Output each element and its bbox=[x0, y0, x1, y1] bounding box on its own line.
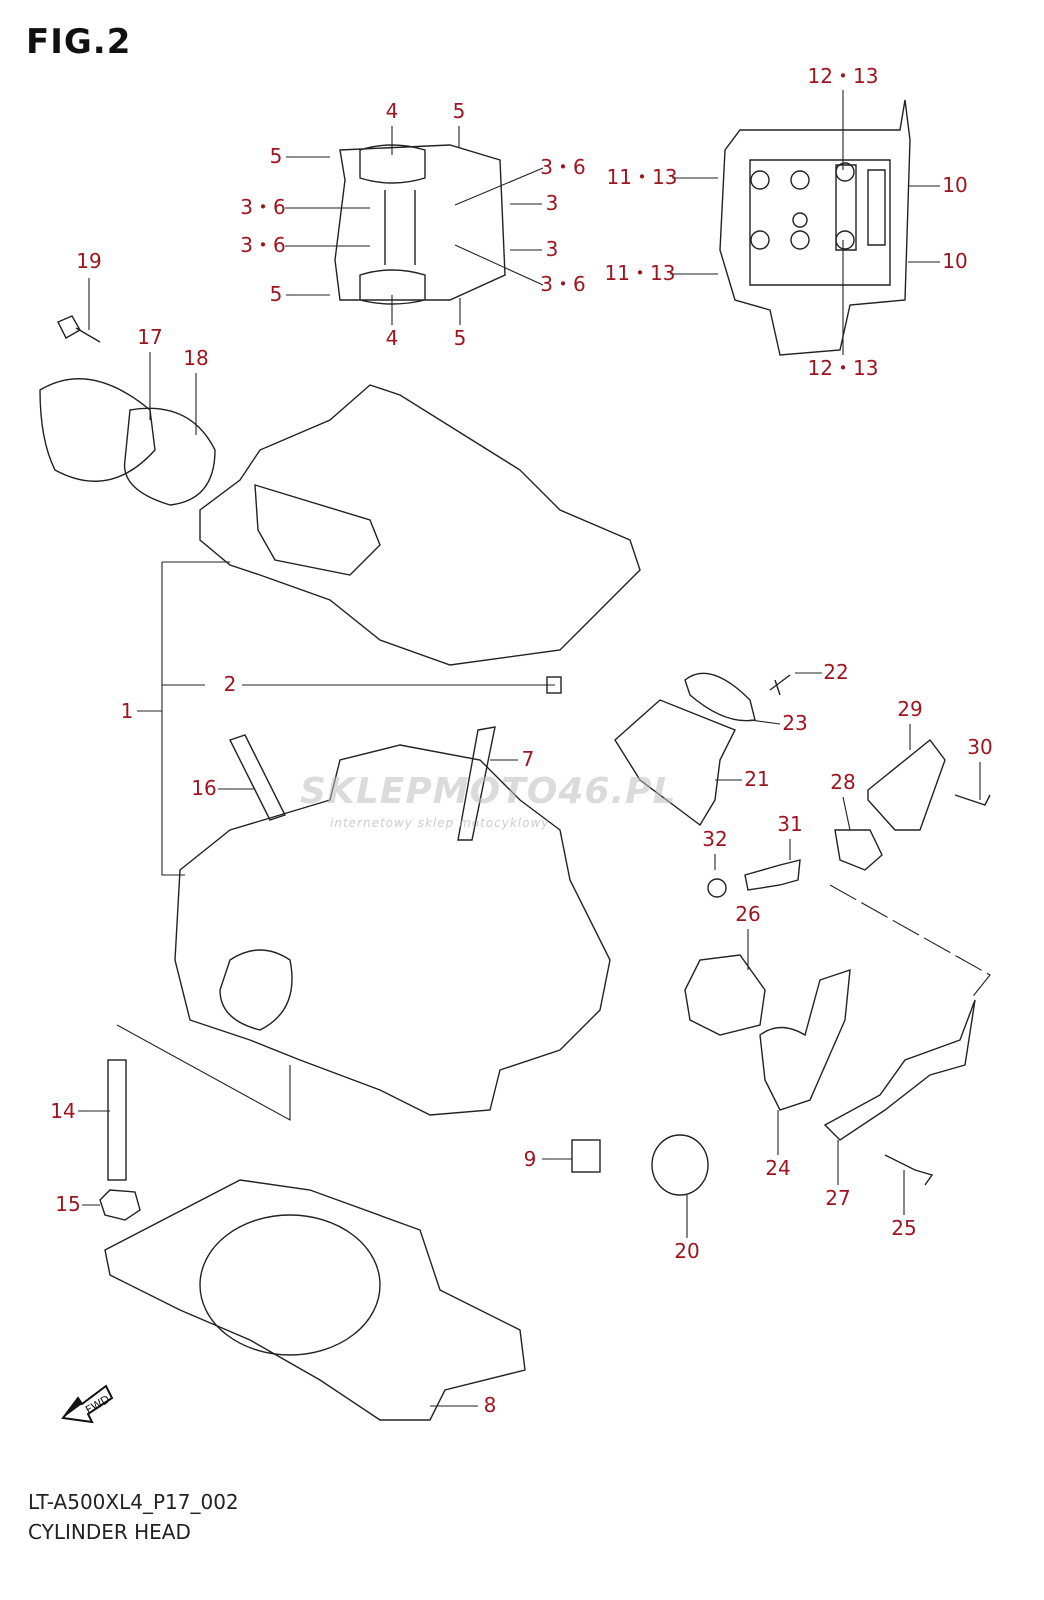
callout-label: 28 bbox=[830, 770, 855, 794]
callout-label: 5 bbox=[270, 282, 283, 306]
callout-label: 23 bbox=[782, 711, 807, 735]
thermostat-cover-29 bbox=[867, 738, 946, 831]
callout-label: 31 bbox=[777, 812, 802, 836]
cylinder-head-cover bbox=[199, 384, 641, 666]
cap-17 bbox=[39, 378, 156, 482]
callout-label: 7 bbox=[522, 747, 535, 771]
callout-label: 12・13 bbox=[808, 356, 879, 380]
head-cover-top-view bbox=[334, 144, 506, 305]
callout-label: 10 bbox=[942, 249, 967, 273]
spark-plug-16 bbox=[229, 734, 286, 821]
callout-label: 16 bbox=[191, 776, 216, 800]
callout-label: 11・13 bbox=[607, 165, 678, 189]
diagram-code: LT-A500XL4_P17_002 bbox=[28, 1490, 239, 1514]
callout-label: 11・13 bbox=[605, 261, 676, 285]
callout-label: 32 bbox=[702, 827, 727, 851]
part-outlines bbox=[39, 99, 991, 1421]
callout-labels: 4 5 5 3・6 3・6 3 3・6 3 5 3・6 4 5 12・13 11・13 10 11・13 10 1… bbox=[50, 64, 992, 1417]
water-outlet-24 bbox=[759, 968, 851, 1111]
callout-label: 24 bbox=[765, 1156, 790, 1180]
callout-label: 3・6 bbox=[240, 233, 285, 257]
callout-label: 4 bbox=[386, 99, 399, 123]
callout-label: 30 bbox=[967, 735, 992, 759]
cylinder-head bbox=[174, 744, 611, 1116]
valve-guide-7 bbox=[457, 726, 496, 841]
stud-bolt-14 bbox=[107, 1059, 127, 1181]
washer-32 bbox=[707, 878, 727, 898]
callout-label: 2 bbox=[224, 672, 237, 696]
leader-line bbox=[842, 796, 851, 831]
screw-22 bbox=[769, 674, 791, 696]
bolt-30 bbox=[954, 794, 991, 806]
bolt-25 bbox=[884, 1154, 934, 1186]
callout-label: 19 bbox=[76, 249, 101, 273]
gasket-18 bbox=[123, 407, 216, 506]
watermark-tagline: internetowy sklep motocyklowy bbox=[330, 816, 550, 830]
callout-label: 18 bbox=[183, 346, 208, 370]
callout-label: 15 bbox=[55, 1192, 80, 1216]
diagram-name: CYLINDER HEAD bbox=[28, 1520, 191, 1544]
head-gasket-8 bbox=[104, 1179, 526, 1421]
clamp-23 bbox=[684, 672, 756, 722]
callout-label: 9 bbox=[524, 1147, 537, 1171]
thermostat-26 bbox=[684, 954, 766, 1036]
callout-label: 25 bbox=[891, 1216, 916, 1240]
callout-label: 3 bbox=[546, 237, 559, 261]
callout-label: 3・6 bbox=[240, 195, 285, 219]
callout-label: 5 bbox=[270, 144, 283, 168]
leader-line bbox=[454, 167, 544, 206]
water-pipe-27 bbox=[823, 999, 976, 1141]
cylinder-head-top-view bbox=[719, 99, 911, 356]
leader-line bbox=[454, 244, 544, 286]
callout-label: 17 bbox=[137, 325, 162, 349]
callout-label: 27 bbox=[825, 1186, 850, 1210]
callout-label: 12・13 bbox=[808, 64, 879, 88]
sensor-31 bbox=[744, 859, 801, 891]
leader-line bbox=[749, 719, 781, 725]
callout-label: 22 bbox=[823, 660, 848, 684]
figure-title: FIG.2 bbox=[26, 22, 132, 62]
callout-label: 1 bbox=[121, 699, 134, 723]
callout-label: 29 bbox=[897, 697, 922, 721]
callout-label: 14 bbox=[50, 1099, 75, 1123]
nut-15 bbox=[99, 1189, 141, 1221]
callout-label: 20 bbox=[674, 1239, 699, 1263]
bolt-19 bbox=[57, 315, 101, 343]
plug-20 bbox=[651, 1134, 709, 1196]
callout-label: 3・6 bbox=[540, 155, 585, 179]
callout-label: 8 bbox=[484, 1393, 497, 1417]
callout-label: 5 bbox=[453, 99, 466, 123]
callout-label: 4 bbox=[386, 326, 399, 350]
watermark-logo: SKLEPMOTO46.PL bbox=[300, 771, 677, 812]
callout-label: 10 bbox=[942, 173, 967, 197]
leader-lines bbox=[78, 90, 981, 1407]
callout-label: 3・6 bbox=[540, 272, 585, 296]
seal-28 bbox=[834, 829, 883, 871]
dowel-9 bbox=[571, 1139, 601, 1173]
callout-label: 26 bbox=[735, 902, 760, 926]
bracket-1 bbox=[161, 561, 230, 876]
callout-label: 3 bbox=[546, 191, 559, 215]
callout-label: 21 bbox=[744, 767, 769, 791]
fwd-arrow-icon: FWD bbox=[61, 1384, 114, 1424]
callout-label: 5 bbox=[454, 326, 467, 350]
